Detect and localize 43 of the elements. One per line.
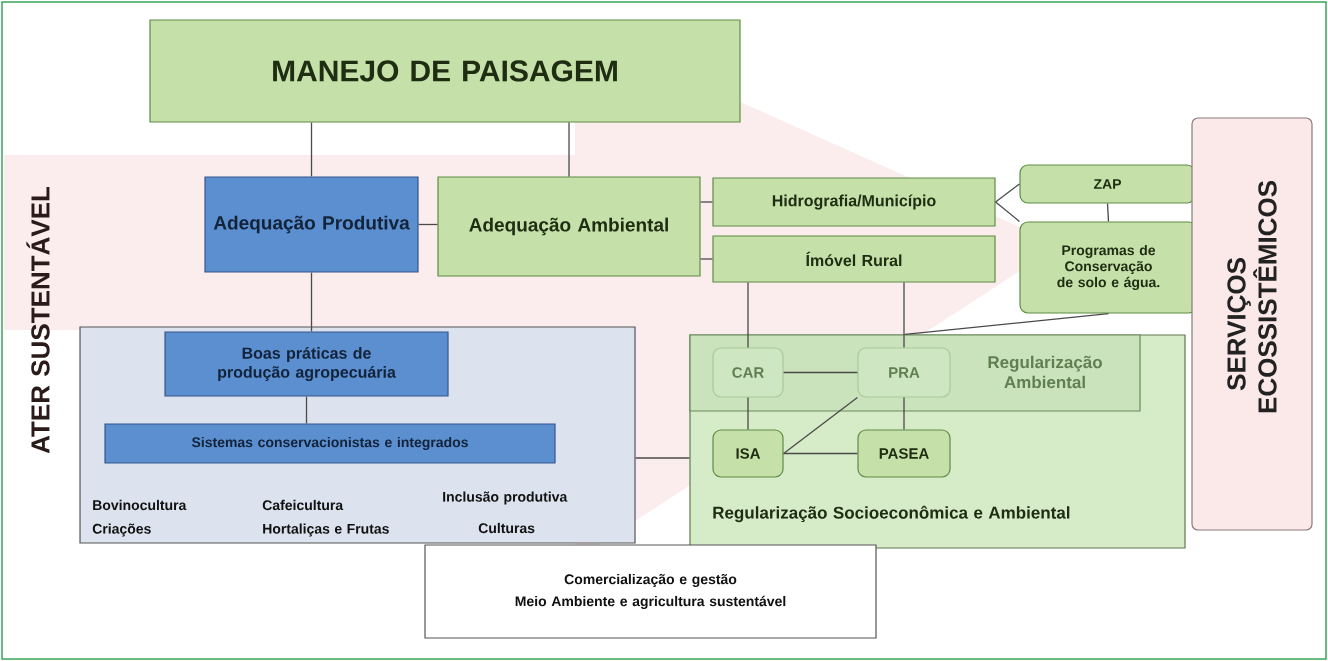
scroll-banner: SERVIÇOS ECOSSISTÊMICOS: [1191, 117, 1313, 531]
faded-box: CAR: [712, 347, 784, 398]
connector-line: [782, 452, 859, 455]
connector-line: [417, 223, 439, 226]
process-box: Ímóvel Rural: [712, 235, 996, 283]
crop-label: Cafeicultura: [262, 499, 344, 511]
connector-line: [903, 281, 905, 349]
vertical-label: ATER SUSTENTÁVEL: [26, 186, 50, 454]
connector-line: [904, 312, 1110, 336]
connector-line: [310, 121, 313, 178]
connector-line: [634, 457, 691, 459]
connector-line: [782, 396, 859, 455]
process-box: PASEA: [857, 429, 951, 478]
crop-label: Bovinocultura: [93, 499, 187, 511]
crop-label: Inclusão produtiva: [443, 491, 568, 505]
connector-line: [747, 396, 749, 431]
connector-line: [994, 183, 1021, 203]
crop-label: Criações: [92, 523, 151, 537]
connector-line: [782, 371, 859, 374]
rounded-box: Programas de Conservação de solo e água.: [1019, 221, 1198, 314]
text-box: [424, 544, 877, 639]
process-box: Sistemas conservacionistas e integrados: [104, 423, 556, 464]
rounded-box: ZAP: [1019, 164, 1196, 204]
connector-line: [903, 396, 905, 431]
crop-label: Culturas: [478, 522, 535, 534]
connector-line: [699, 201, 714, 203]
connector-line: [994, 201, 1021, 223]
process-box: Hidrografia/Município: [712, 177, 996, 227]
connector-line: [568, 121, 570, 178]
title-box: MANEJO DE PAISAGEM: [149, 19, 741, 123]
connector-line: [747, 281, 749, 349]
process-box: Boas práticas de produção agropecuária: [164, 331, 449, 397]
process-box: Adequação Ambiental: [437, 176, 701, 277]
connector-line: [1106, 202, 1110, 223]
connector-line: [305, 395, 308, 425]
faded-box: PRA: [857, 347, 951, 398]
connector-line: [699, 258, 714, 260]
process-box: ISA: [712, 429, 784, 478]
crop-label: Hortaliças e Frutas: [263, 523, 389, 537]
caption-line: Meio Ambiente e agricultura sustentável: [515, 595, 786, 610]
process-box: Adequação Produtiva: [204, 176, 419, 273]
caption-line: Comercialização e gestão: [564, 573, 737, 588]
connector-line: [310, 271, 313, 333]
